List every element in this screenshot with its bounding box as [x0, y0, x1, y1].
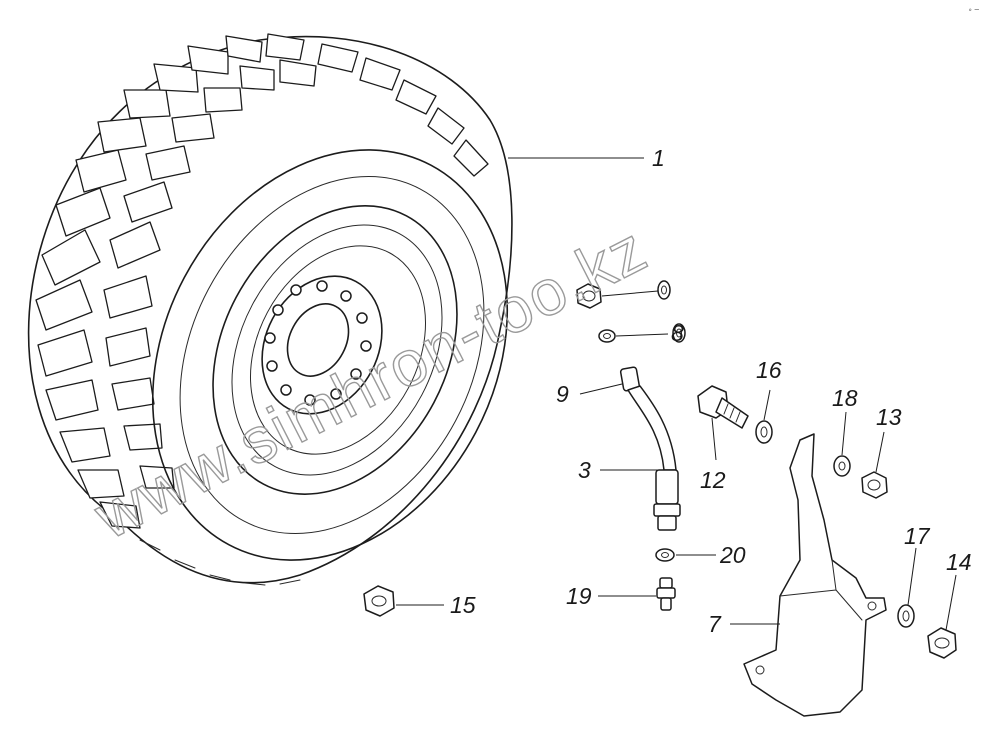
stud-holes	[264, 280, 372, 406]
nipple-19	[656, 577, 676, 611]
hub-center-bore	[286, 303, 350, 377]
callout-20: 20	[719, 542, 746, 568]
corner-mark: ∘ ─	[968, 6, 980, 14]
callout-3: 3	[578, 457, 591, 483]
washer-18	[833, 455, 851, 477]
washer-8	[598, 329, 616, 343]
callout-8: 8	[671, 320, 684, 346]
callout-14: 14	[946, 549, 972, 575]
nut-14	[927, 627, 957, 659]
callout-labels: 1 8 9 16 18 13 3 12 20 17 14 19 15 7	[450, 145, 972, 637]
washer-16	[755, 420, 773, 444]
nut-13	[861, 471, 888, 499]
washer-upper	[657, 280, 671, 300]
callout-17: 17	[904, 523, 931, 549]
wheel-rim-inner	[231, 224, 443, 476]
tire-outer-contour	[27, 35, 513, 584]
tire-bottom-tread	[139, 539, 301, 586]
wheel-hub	[261, 275, 383, 415]
callout-18: 18	[832, 385, 858, 411]
wheel-rim-outer	[212, 205, 458, 495]
callout-7: 7	[708, 611, 722, 637]
nut-15	[363, 585, 395, 617]
washer-8b	[672, 323, 686, 343]
callout-19: 19	[566, 583, 592, 609]
watermark: www.simhron-too.kz	[83, 212, 659, 553]
tire-sidewall	[151, 149, 509, 561]
callout-9: 9	[556, 381, 569, 407]
wheel-with-tire	[27, 33, 513, 586]
wheel-disc	[249, 245, 427, 455]
nut-upper	[576, 283, 602, 309]
washer-17	[897, 604, 915, 628]
bracket-7	[743, 433, 887, 717]
leader-lines	[396, 157, 957, 631]
tire-bead-line	[179, 175, 485, 535]
callout-16: 16	[756, 357, 782, 383]
callout-1: 1	[652, 145, 665, 171]
washer-20	[655, 548, 675, 562]
callout-13: 13	[876, 404, 902, 430]
callout-12: 12	[700, 467, 726, 493]
air-hose	[619, 366, 681, 531]
tire-tread	[35, 33, 489, 529]
bolt	[697, 385, 749, 429]
callout-15: 15	[450, 592, 476, 618]
